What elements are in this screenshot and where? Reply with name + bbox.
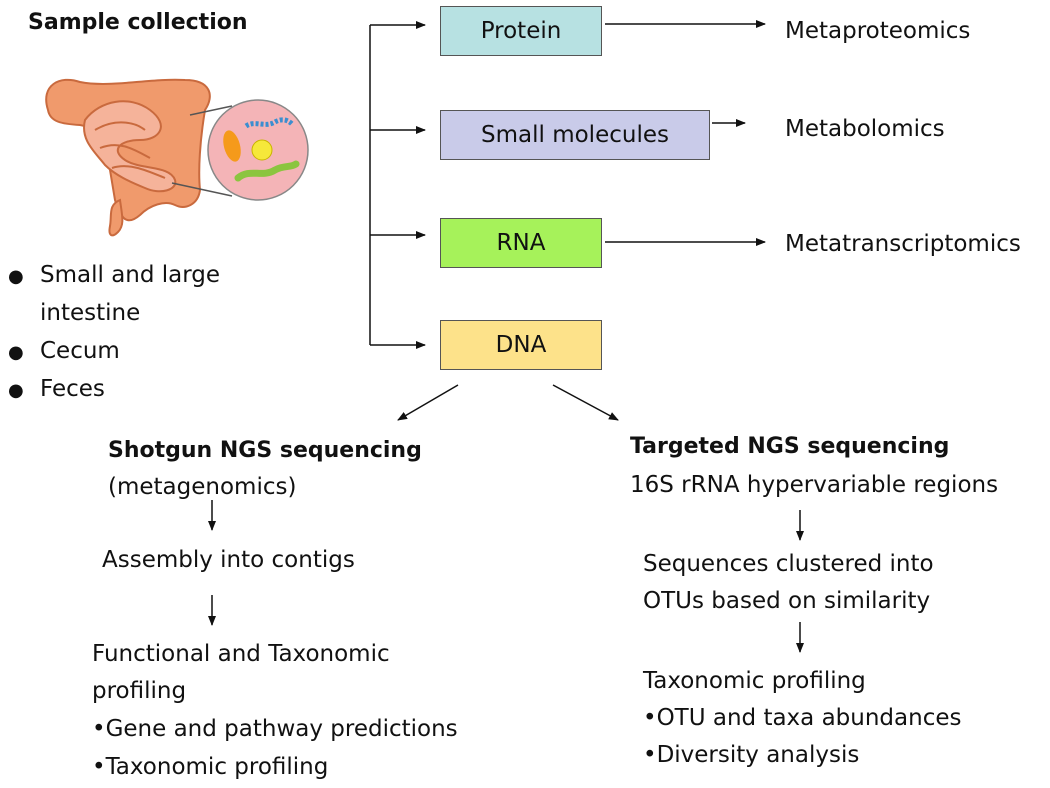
targeted-subtitle: 16S rRNA hypervariable regions: [630, 472, 999, 498]
targeted-title: Targeted NGS sequencing: [630, 434, 950, 459]
shotgun-title: Shotgun NGS sequencing: [108, 438, 422, 463]
step-arrows: [208, 500, 804, 653]
shotgun-item-taxonomic: •Taxonomic profiling: [92, 754, 329, 780]
metaproteomics-label: Metaproteomics: [785, 18, 971, 44]
bullet-dot: ●: [8, 342, 24, 363]
bullet-dot: ●: [8, 380, 24, 401]
sample-collection-title: Sample collection: [28, 10, 248, 35]
targeted-step-clustering-cont: OTUs based on similarity: [643, 588, 931, 614]
targeted-item-diversity: •Diversity analysis: [643, 742, 860, 768]
branch-connectors: [369, 21, 426, 349]
shotgun-item-gene-pathway: •Gene and pathway predictions: [92, 716, 458, 742]
shotgun-subtitle: (metagenomics): [108, 474, 297, 500]
targeted-step-profiling: Taxonomic profiling: [643, 668, 866, 694]
targeted-step-clustering: Sequences clustered into: [643, 551, 934, 577]
metatranscriptomics-label: Metatranscriptomics: [785, 231, 1021, 257]
result-arrows: [605, 20, 766, 246]
bullet-dot: ●: [8, 266, 24, 287]
protein-box: Protein: [440, 6, 602, 56]
shotgun-step-profiling: Functional and Taxonomic: [92, 641, 390, 667]
sample-bullet-1: Small and large: [40, 262, 221, 288]
metabolomics-label: Metabolomics: [785, 116, 945, 142]
intestine-illustration: [45, 78, 233, 237]
sample-bullet-1-cont: intestine: [40, 300, 141, 326]
microbe-zoom-circle: [207, 99, 309, 201]
targeted-item-otu: •OTU and taxa abundances: [643, 705, 962, 731]
rectum: [108, 198, 124, 237]
rna-box: RNA: [440, 218, 602, 268]
dna-split-arrows: [397, 384, 619, 421]
small-molecules-box: Small molecules: [440, 110, 710, 160]
sample-bullet-3: Feces: [40, 376, 105, 402]
sample-bullet-2: Cecum: [40, 338, 120, 364]
shotgun-step-assembly: Assembly into contigs: [102, 547, 355, 573]
shotgun-step-profiling-cont: profiling: [92, 678, 187, 704]
dna-box: DNA: [440, 320, 602, 370]
